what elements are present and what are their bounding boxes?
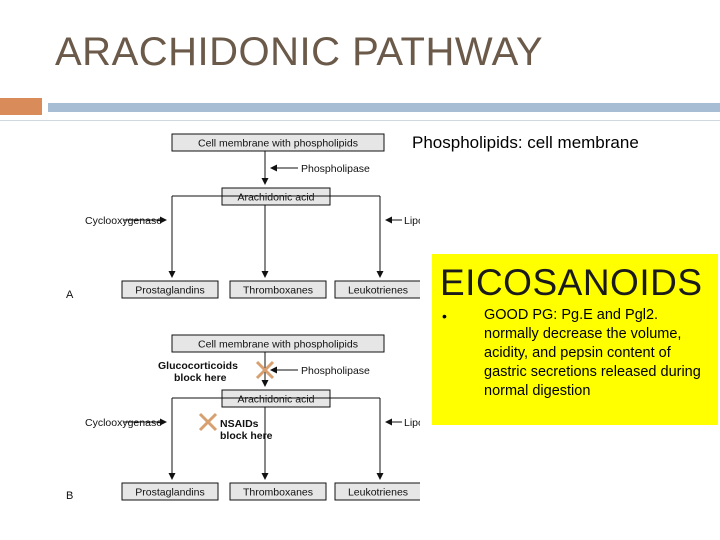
panel-a-thromboxanes-box xyxy=(229,280,327,299)
panel-b-nsaid-block-mark xyxy=(198,412,218,432)
panel-b-label: B xyxy=(66,490,73,502)
panel-a: A Cell membrane with phospholipids Phosp… xyxy=(66,133,420,301)
panel-b-lox-label: Lipoxygenase xyxy=(404,417,420,429)
panel-b-thromboxanes-label: Thromboxanes xyxy=(243,487,313,499)
panel-b-glucocorticoids-label: Glucocorticoids xyxy=(158,360,238,372)
panel-a-prostaglandins-label: Prostaglandins xyxy=(135,285,204,297)
panel-b-glucocorticoids-block: block here xyxy=(174,372,227,384)
panel-b-prostaglandins-box xyxy=(121,482,219,501)
panel-a-leukotrienes-box xyxy=(334,280,420,299)
panel-a-label: A xyxy=(66,289,74,301)
title-accent-orange xyxy=(0,98,42,115)
callout-bullet: • xyxy=(442,308,447,324)
panel-a-thromboxanes-label: Thromboxanes xyxy=(243,285,313,297)
arachidonic-pathway-diagram: A Cell membrane with phospholipids Phosp… xyxy=(66,133,420,502)
callout-title: EICOSANOIDS xyxy=(440,262,703,303)
panel-b: B Cell membrane with phospholipids Phosp… xyxy=(66,334,420,502)
panel-b-prostaglandins-label: Prostaglandins xyxy=(135,487,204,499)
panel-b-leukotrienes-label: Leukotrienes xyxy=(348,487,408,499)
callout-text: GOOD PG: Pg.E and Pgl2. normally decreas… xyxy=(484,307,701,399)
panel-b-nsaids-block: block here xyxy=(220,430,273,442)
panel-a-leukotrienes-label: Leukotrienes xyxy=(348,285,408,297)
phospholipids-caption: Phospholipids: cell membrane xyxy=(412,133,639,152)
panel-b-glucocorticoid-block-mark xyxy=(255,360,275,380)
panel-b-thromboxanes-box xyxy=(229,482,327,501)
panel-a-cox-label: Cyclooxygenase xyxy=(85,215,162,227)
title-accent-line xyxy=(0,120,720,121)
slide-title: ARACHIDONIC PATHWAY xyxy=(55,30,544,74)
panel-a-arachidonic-label: Arachidonic acid xyxy=(237,192,314,204)
title-accent-bar xyxy=(48,103,720,112)
panel-b-phospholipase-label: Phospholipase xyxy=(301,365,370,377)
panel-b-membrane-label: Cell membrane with phospholipids xyxy=(198,339,358,351)
panel-a-phospholipase-label: Phospholipase xyxy=(301,163,370,175)
panel-b-membrane-box xyxy=(171,334,385,353)
panel-b-nsaids-label: NSAIDs xyxy=(220,418,259,430)
panel-a-membrane-box xyxy=(171,133,385,152)
panel-b-cox-label: Cyclooxygenase xyxy=(85,417,162,429)
panel-b-arachidonic-label: Arachidonic acid xyxy=(237,394,314,406)
panel-b-leukotrienes-box xyxy=(334,482,420,501)
panel-a-membrane-label: Cell membrane with phospholipids xyxy=(198,138,358,150)
eicosanoids-callout: EICOSANOIDS • GOOD PG: Pg.E and Pgl2. no… xyxy=(432,254,718,425)
panel-a-prostaglandins-box xyxy=(121,280,219,299)
panel-a-lox-label: Lipoxygenase xyxy=(404,215,420,227)
